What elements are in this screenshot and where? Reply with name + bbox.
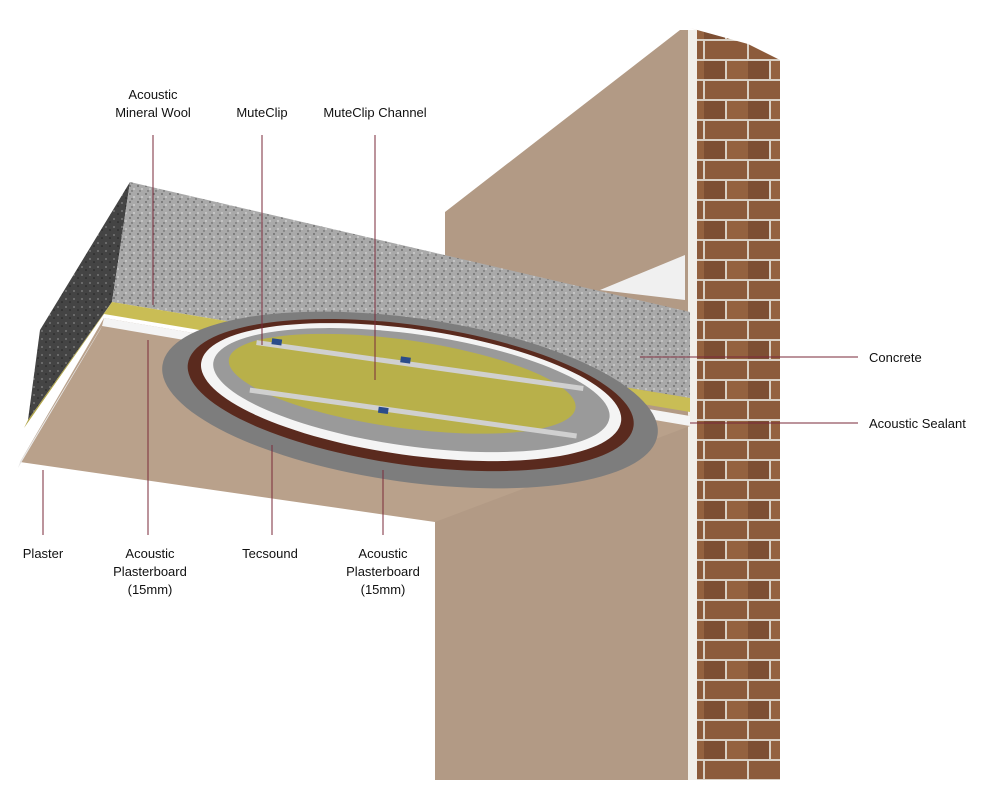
label-muteclip-channel: MuteClip Channel <box>323 105 427 120</box>
label-tecsound: Tecsound <box>242 546 298 561</box>
wall-joint-strip <box>688 30 697 780</box>
label-line: (15mm) <box>360 582 406 597</box>
label-line: Acoustic <box>125 546 175 561</box>
muteclip-channel <box>256 340 584 391</box>
muteclip-2 <box>400 356 411 364</box>
mineral-wool-cutaway <box>228 333 576 434</box>
label-line: Acoustic <box>358 546 408 561</box>
concrete-side <box>28 182 130 420</box>
label-muteclip: MuteClip <box>236 105 288 120</box>
label-concrete: Concrete <box>869 350 922 365</box>
label-acoustic-mineral-wool: Acoustic Mineral Wool <box>108 86 198 122</box>
label-line: Acoustic <box>128 87 178 102</box>
label-line: Mineral Wool <box>115 105 191 120</box>
muteclip <box>271 338 283 346</box>
label-line: Plasterboard <box>346 564 420 579</box>
label-acoustic-plasterboard-1: Acoustic Plasterboard (15mm) <box>105 545 195 599</box>
muteclip-3 <box>377 406 389 415</box>
label-line: (15mm) <box>127 582 173 597</box>
label-line: Plasterboard <box>113 564 187 579</box>
plaster-edge <box>18 326 102 468</box>
label-plaster: Plaster <box>22 546 64 561</box>
label-acoustic-plasterboard-2: Acoustic Plasterboard (15mm) <box>338 545 428 599</box>
sealant-gap <box>600 255 685 300</box>
muteclip-channel-2 <box>249 387 577 439</box>
mineral-wool-side <box>24 302 112 428</box>
brick-wall <box>690 28 780 780</box>
label-acoustic-sealant: Acoustic Sealant <box>869 416 966 431</box>
leader-lines <box>42 135 858 535</box>
concrete-slab <box>112 182 690 398</box>
